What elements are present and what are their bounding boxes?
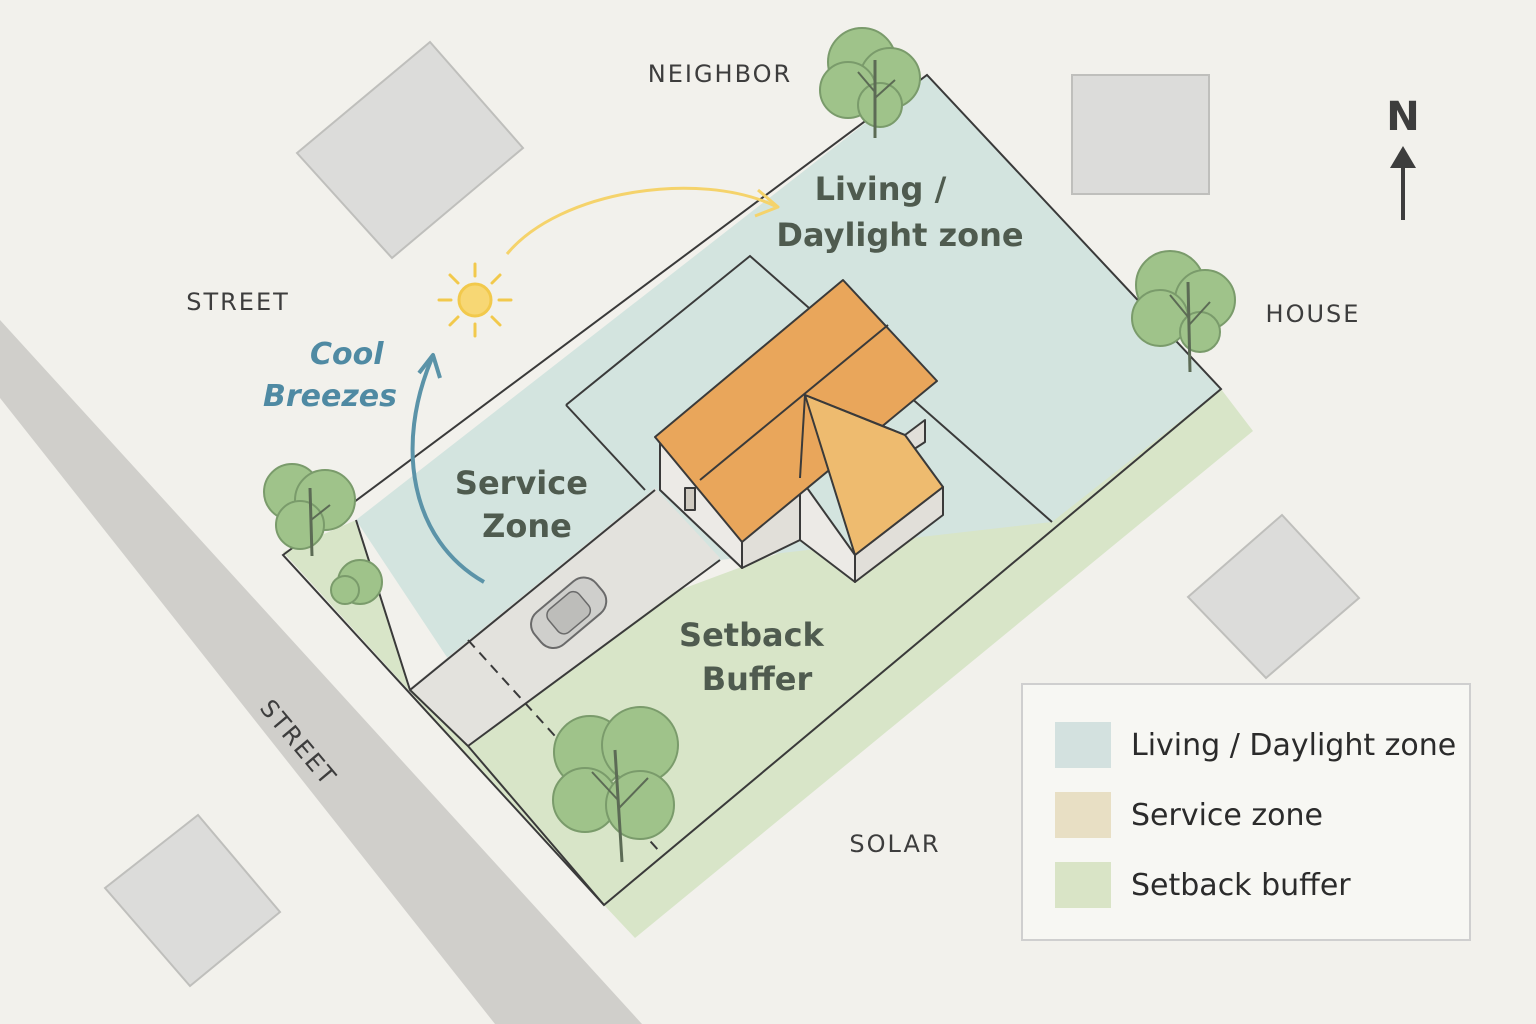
living-zone-label: Living / Daylight zone: [776, 170, 1023, 254]
legend-item-living: Living / Daylight zone: [1055, 721, 1456, 769]
neighbor-lot: [1071, 74, 1210, 195]
sun-path-arrowhead: [754, 188, 780, 218]
car: [530, 576, 608, 650]
neighbor-lot: [295, 40, 525, 260]
tree: [819, 27, 921, 138]
north-arrow-icon: [1390, 146, 1416, 220]
legend-swatch-setback: [1055, 862, 1111, 908]
legend-label-living: Living / Daylight zone: [1131, 727, 1457, 763]
legend-swatch-service: [1055, 792, 1111, 838]
legend-label-setback: Setback buffer: [1131, 867, 1351, 903]
breeze-label: Cool Breezes: [263, 337, 397, 414]
sun-path-arrow: [505, 186, 776, 255]
service-zone-label: Service Zone: [455, 464, 599, 545]
legend-label-service: Service zone: [1131, 797, 1323, 833]
neighbor-label: NEIGHBOR: [648, 60, 792, 88]
legend-item-service: Service zone: [1055, 791, 1323, 839]
tree: [1131, 250, 1236, 373]
sun-icon: [437, 262, 513, 338]
street-road: [0, 320, 642, 1024]
lot-boundary: [281, 73, 1223, 907]
tree: [263, 463, 356, 557]
north-label: N: [1386, 94, 1419, 140]
house-label: HOUSE: [1266, 300, 1361, 328]
neighbor-lot: [103, 813, 282, 988]
house-building: [654, 279, 944, 583]
breeze-arrowhead: [417, 353, 442, 379]
setback-zone-label: Setback Buffer: [679, 616, 835, 698]
tree: [552, 706, 679, 863]
shrub: [330, 559, 383, 605]
legend: Living / Daylight zone Service zone Setb…: [1021, 683, 1471, 941]
solar-label: SOLAR: [849, 830, 940, 858]
street-label: STREET: [186, 288, 290, 316]
legend-swatch-living: [1055, 722, 1111, 768]
neighbor-lot: [1186, 513, 1361, 680]
breeze-arrow: [410, 357, 485, 584]
legend-item-setback: Setback buffer: [1055, 861, 1351, 909]
